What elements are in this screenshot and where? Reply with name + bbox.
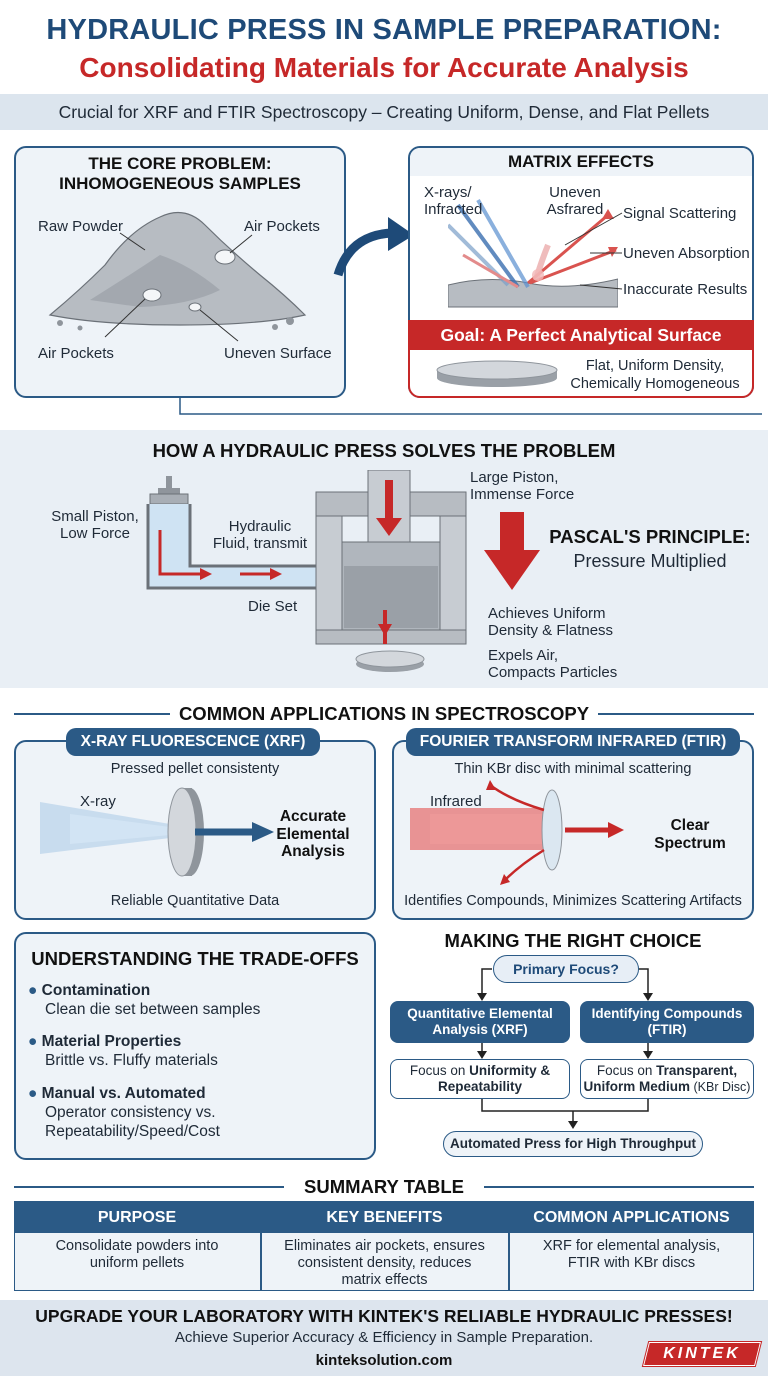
cell-key-benefits: Eliminates air pockets, ensures consiste… (284, 1238, 485, 1288)
ftir-desc: Thin KBr disc with minimal scattering (454, 761, 692, 777)
page-subtitle: Consolidating Materials for Accurate Ana… (79, 52, 689, 83)
tradeoffs-title: UNDERSTANDING THE TRADE-OFFS (31, 948, 359, 969)
bullet-icon: ● (28, 1033, 42, 1050)
applications-title: COMMON APPLICATIONS IN SPECTROSCOPY (170, 703, 598, 725)
label-small-piston: Small Piston, Low Force (51, 508, 139, 542)
label-air-pockets-bottom: Air Pockets (38, 345, 114, 362)
label-die-set: Die Set (248, 598, 298, 615)
label-air-pockets-top: Air Pockets (244, 218, 320, 235)
core-problem-title: THE CORE PROBLEM: INHOMOGENEOUS SAMPLES (59, 154, 301, 193)
connector-line (179, 396, 762, 415)
effect-leader-lines (564, 212, 623, 290)
ftir-beam-label: Infrared (430, 793, 482, 810)
kintek-logo: KINTEK (641, 1341, 763, 1367)
matrix-effects-title: MATRIX EFFECTS (507, 152, 655, 171)
flow-arrow-icon (333, 217, 414, 277)
cell-common-applications: XRF for elemental analysis, FTIR with KB… (542, 1238, 721, 1271)
tradeoff-item-material: ● Material Properties Brittle vs. Fluffy… (28, 1033, 218, 1069)
pascal-arrow-icon (484, 512, 540, 590)
automated-press-box: Automated Press for High Throughput (443, 1131, 703, 1157)
powder-pile-illustration (48, 211, 307, 342)
ftir-result: Clear Spectrum (654, 817, 726, 852)
footer-url[interactable]: kinteksolution.com (315, 1352, 453, 1369)
label-xrays: X-rays/ Infracted (424, 184, 483, 218)
footer (0, 1300, 768, 1376)
choice-ftir-focus: Focus on Transparent, Uniform Medium (KB… (580, 1059, 754, 1099)
header-purpose: PURPOSE (97, 1209, 177, 1226)
tagline-bar: Crucial for XRF and FTIR Spectroscopy – … (0, 94, 768, 130)
summary-title: SUMMARY TABLE (284, 1176, 484, 1198)
tradeoff-item-contamination: ● Contamination Clean die set between sa… (28, 982, 261, 1018)
bullet-icon: ● (28, 982, 42, 999)
bullet-icon: ● (28, 1085, 42, 1102)
goal-title: Goal: A Perfect Analytical Surface (408, 320, 754, 350)
label-hydraulic-fluid: Hydraulic Fluid, transmit (212, 518, 308, 552)
hydraulic-press-diagram (146, 470, 467, 672)
tradeoffs-panel (14, 932, 376, 1160)
footer-sub: Achieve Superior Accuracy & Efficiency i… (174, 1329, 594, 1346)
page-title: HYDRAULIC PRESS IN SAMPLE PREPARATION: (46, 14, 722, 46)
goal-description: Flat, Uniform Density, Chemically Homoge… (570, 358, 740, 392)
choice-flow-lines (477, 968, 653, 1129)
label-expels-air: Expels Air, Compacts Particles (488, 647, 618, 681)
xrf-result: Accurate Elemental Analysis (276, 808, 350, 860)
xrf-desc: Pressed pellet consistenty (110, 761, 280, 777)
choice-xrf-focus: Focus on Uniformity & Repeatability (390, 1059, 570, 1099)
choice-title: MAKING THE RIGHT CHOICE (444, 930, 702, 951)
xrf-footer: Reliable Quantitative Data (110, 893, 280, 909)
ftir-disc-illustration (410, 780, 624, 885)
choice-ftir-box: Identifying Compounds (FTIR) (580, 1001, 754, 1043)
primary-focus-box: Primary Focus? (493, 955, 639, 983)
cell-purpose: Consolidate powders into uniform pellets (55, 1238, 219, 1271)
tagline: Crucial for XRF and FTIR Spectroscopy – … (58, 102, 710, 122)
label-large-piston: Large Piston, Immense Force (470, 469, 575, 503)
label-achieves-uniform: Achieves Uniform Density & Flatness (488, 605, 614, 639)
label-uneven-surface: Uneven Surface (224, 345, 332, 362)
ftir-footer: Identifies Compounds, Minimizes Scatteri… (404, 893, 742, 909)
header: HYDRAULIC PRESS IN SAMPLE PREPARATION: C… (0, 0, 768, 132)
effect-signal-scattering: Signal Scattering (623, 205, 737, 222)
effect-inaccurate-results: Inaccurate Results (623, 281, 748, 298)
choice-xrf-box: Quantitative Elemental Analysis (XRF) (390, 1001, 570, 1043)
ftir-tab: FOURIER TRANSFORM INFRARED (FTIR) (406, 728, 740, 756)
footer-cta: UPGRADE YOUR LABORATORY WITH KINTEK'S RE… (35, 1306, 733, 1326)
label-raw-powder: Raw Powder (38, 218, 124, 235)
header-key-benefits: KEY BENEFITS (326, 1209, 443, 1226)
col-divider-1 (260, 1201, 262, 1291)
effect-uneven-absorption: Uneven Absorption (623, 245, 750, 262)
perfect-pellet-icon (436, 360, 558, 387)
tradeoff-item-manual: ● Manual vs. Automated Operator consiste… (28, 1085, 220, 1140)
label-uneven-asfrared: Uneven Asfrared (546, 184, 604, 218)
summary-header-row (14, 1201, 754, 1233)
xrf-tab: X-RAY FLUORESCENCE (XRF) (66, 728, 320, 756)
col-divider-2 (508, 1201, 510, 1291)
scattering-illustration (448, 199, 618, 308)
xrf-beam-label: X-ray (80, 793, 116, 810)
matrix-effects-header (410, 148, 752, 176)
pascal-principle: PASCAL'S PRINCIPLE: Pressure Multiplied (549, 526, 751, 571)
header-common-applications: COMMON APPLICATIONS (533, 1209, 730, 1226)
press-title: HOW A HYDRAULIC PRESS SOLVES THE PROBLEM (152, 440, 616, 461)
xrf-pellet-illustration (40, 787, 274, 877)
